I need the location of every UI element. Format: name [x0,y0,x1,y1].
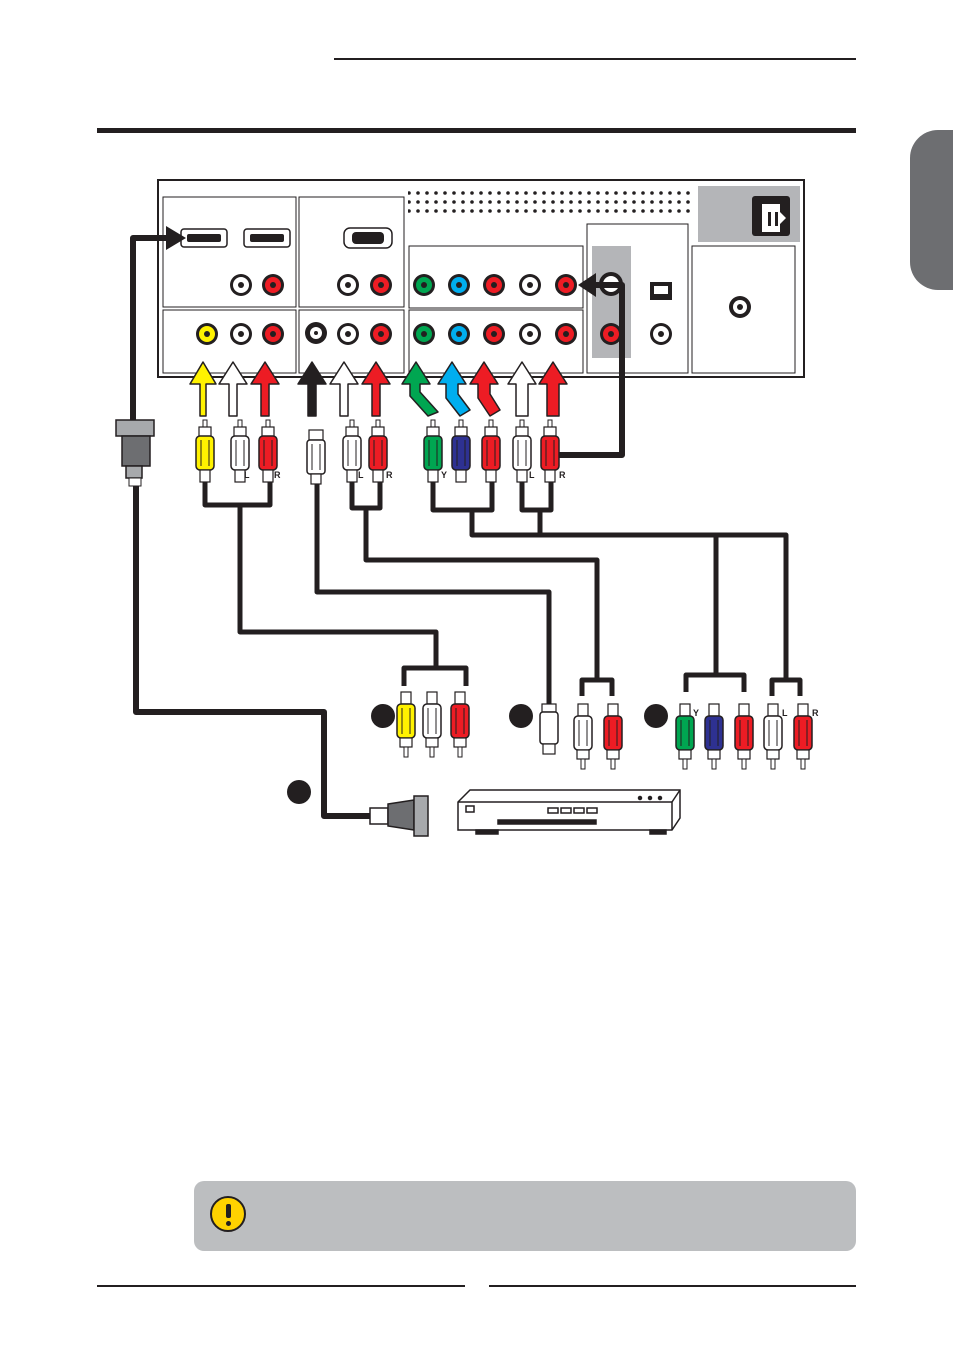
vga-port-icon [344,228,392,248]
label-y-1: Y [441,470,447,480]
label-left-3: L [529,470,535,480]
s-video-port-icon [305,322,327,344]
ethernet-port-icon [650,282,672,300]
lower-plug-sets: Y L R [397,692,819,769]
label-left-2: L [358,470,364,480]
coax-port-icon [729,296,751,318]
callout-marker-s-video [509,704,533,728]
dvi-connector-icon [370,796,428,836]
power-socket-icon [752,196,790,236]
label-right-1: R [274,470,281,480]
note-box [194,1181,856,1251]
label-right-2: R [386,470,393,480]
footer-rule-left [97,1285,465,1287]
label-left-4: L [782,708,788,718]
label-left-1: L [244,470,250,480]
dvi-adapter-icon [116,420,154,486]
callout-marker-component [644,704,668,728]
callout-marker-dvi [287,780,311,804]
dvd-player-icon [458,790,680,834]
tv-rear-panel [158,180,804,377]
upper-plug-row: L R L R Y L R [196,420,566,484]
warning-icon [210,1196,246,1232]
footer-rule-right [489,1285,856,1287]
label-y-2: Y [693,708,699,718]
label-right-4: R [812,708,819,718]
label-right-3: R [559,470,566,480]
callout-marker-video [371,704,395,728]
cable-bundles [205,482,800,706]
